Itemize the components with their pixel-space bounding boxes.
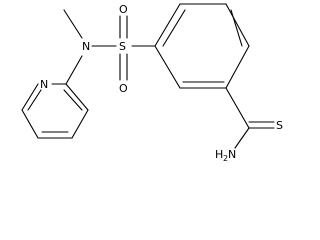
bond-n-pyridine [65, 55, 83, 85]
atom-label-o-top: O [119, 3, 128, 16]
bond-c-nh2 [234, 127, 250, 149]
pyridine-bond-6 [65, 83, 89, 111]
pyridine-bond-3 [21, 109, 39, 139]
bond-ring-thioamide [225, 87, 250, 129]
benzene-inner-2 [230, 9, 243, 47]
atom-label-n-methyl: N [82, 40, 90, 53]
amine-group-label: H 2 N [215, 148, 236, 163]
pyridine-inner-3 [63, 89, 83, 111]
pyridine-bond-2 [21, 83, 39, 111]
structure-diagram: N S O O N S H 2 N [21, 3, 283, 163]
atom-label-n-pyridine: N [40, 78, 48, 91]
bond-methyl-n [63, 9, 83, 39]
atom-label-h-amine: H [215, 148, 223, 161]
atom-label-h-count: 2 [223, 154, 228, 163]
atom-label-n-amine: N [228, 148, 236, 161]
benzene-bond-3 [225, 3, 250, 47]
pyridine-bond-5 [71, 109, 89, 139]
atom-label-s-sulfonyl: S [119, 40, 126, 53]
atom-label-s-thioamide: S [276, 119, 283, 132]
benzene-bond-4 [225, 45, 250, 89]
pyridine-inner-1 [27, 89, 42, 111]
atom-label-o-bottom: O [119, 82, 128, 95]
benzene-bond-1 [154, 3, 181, 47]
benzene-inner-1 [162, 9, 186, 47]
benzene-bond-6 [154, 45, 181, 89]
